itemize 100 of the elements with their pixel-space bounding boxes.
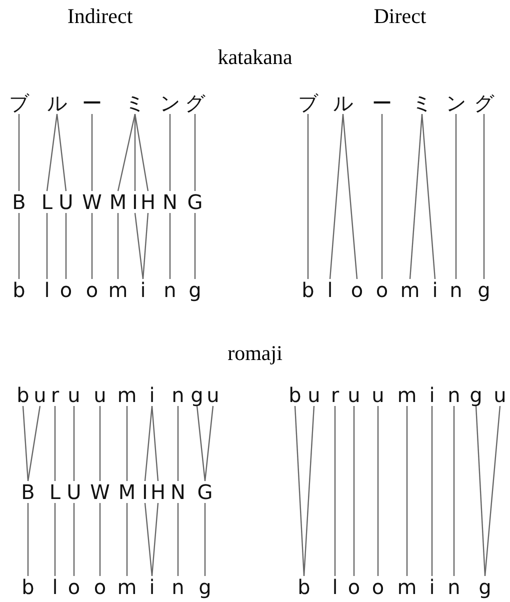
letter: U xyxy=(66,481,82,503)
alignment-line xyxy=(303,406,315,576)
letter: o xyxy=(68,576,80,598)
letter: m xyxy=(108,279,128,301)
alignment-line xyxy=(54,406,56,481)
letter: m xyxy=(397,384,417,406)
letter: u xyxy=(94,384,106,406)
letter: M xyxy=(118,481,136,503)
alignment-line xyxy=(99,406,101,481)
letter: n xyxy=(448,384,460,406)
alignment-line xyxy=(54,503,56,576)
kana-character: ル xyxy=(333,92,353,114)
letter: u xyxy=(494,384,506,406)
alignment-line xyxy=(91,114,93,191)
alignment-line xyxy=(73,503,75,576)
kana-character: ル xyxy=(47,92,67,114)
letter: i xyxy=(149,576,155,598)
kana-character: ン xyxy=(160,92,180,114)
alignment-line xyxy=(334,406,336,576)
letter: o xyxy=(60,279,72,301)
alignment-line xyxy=(134,114,136,191)
letter: g xyxy=(470,384,482,406)
letter: i xyxy=(140,279,146,301)
alignment-line xyxy=(455,114,457,279)
letter: B xyxy=(12,191,26,213)
alignment-line xyxy=(294,406,305,576)
letter: l xyxy=(52,576,58,598)
alignment-line xyxy=(453,406,455,576)
letter: n xyxy=(172,384,184,406)
alignment-line xyxy=(18,213,20,279)
alignment-line xyxy=(377,406,379,576)
letter: B xyxy=(21,481,35,503)
letter: b xyxy=(302,279,314,301)
letter: b xyxy=(288,384,302,406)
letter: l xyxy=(44,279,50,301)
alignment-line xyxy=(431,406,433,576)
letter: b xyxy=(16,384,30,406)
alignment-line xyxy=(18,114,20,191)
alignment-line xyxy=(27,406,41,482)
letter: u xyxy=(206,384,220,406)
alignment-line xyxy=(353,406,355,576)
letter: m xyxy=(400,279,420,301)
alignment-line xyxy=(46,114,58,192)
alignment-line xyxy=(484,406,501,576)
letter: b xyxy=(22,576,34,598)
letter: l xyxy=(332,576,338,598)
kana-character: ブ xyxy=(9,92,29,114)
alignment-line xyxy=(117,114,136,192)
letter: g xyxy=(188,279,202,301)
alignment-line xyxy=(134,212,144,280)
letter: u xyxy=(68,384,80,406)
letter: M xyxy=(109,191,127,213)
letter: n xyxy=(172,576,184,598)
letter: m xyxy=(117,576,137,598)
letter: o xyxy=(376,279,388,301)
letter: o xyxy=(350,279,364,301)
section-heading: katakana xyxy=(218,45,292,69)
alignment-line xyxy=(475,406,486,576)
letter: u xyxy=(34,384,46,406)
letter: W xyxy=(90,481,110,503)
alignment-line xyxy=(194,114,196,191)
alignment-line xyxy=(342,114,358,280)
letter: g xyxy=(478,279,490,301)
section-heading: romaji xyxy=(228,341,282,365)
column-heading: Direct xyxy=(374,4,426,28)
letter: W xyxy=(82,191,102,213)
kana-character: ン xyxy=(446,92,466,114)
alignment-line xyxy=(307,114,309,279)
letter: H xyxy=(140,191,156,213)
kana-character: ミ xyxy=(125,92,145,114)
letter: o xyxy=(372,576,384,598)
column-heading: Indirect xyxy=(67,4,133,28)
alignment-line xyxy=(421,114,436,280)
kana-character: グ xyxy=(474,92,494,114)
alignment-line xyxy=(65,213,67,279)
letter: o xyxy=(348,576,360,598)
letter: u xyxy=(308,384,320,406)
letter: u xyxy=(348,384,360,406)
letter: I xyxy=(132,191,138,213)
alignment-line xyxy=(406,406,408,576)
alignment-line xyxy=(56,114,67,192)
letter: m xyxy=(117,384,137,406)
alignment-line xyxy=(27,503,29,576)
letter: U xyxy=(58,191,74,213)
letter: i xyxy=(429,384,435,406)
letter: N xyxy=(162,191,178,213)
alignment-line xyxy=(99,503,101,576)
alignment-line xyxy=(177,406,179,481)
letter: n xyxy=(164,279,176,301)
alignment-line xyxy=(196,406,206,482)
alignment-line xyxy=(134,114,149,192)
alignment-line xyxy=(329,114,344,280)
letter: o xyxy=(94,576,106,598)
alignment-line xyxy=(204,503,206,576)
alignment-line xyxy=(169,213,171,279)
letter: L xyxy=(49,481,61,503)
alignment-line xyxy=(151,502,159,576)
alignment-line xyxy=(204,406,214,482)
alignment-line xyxy=(144,502,153,576)
letter: I xyxy=(142,481,148,503)
